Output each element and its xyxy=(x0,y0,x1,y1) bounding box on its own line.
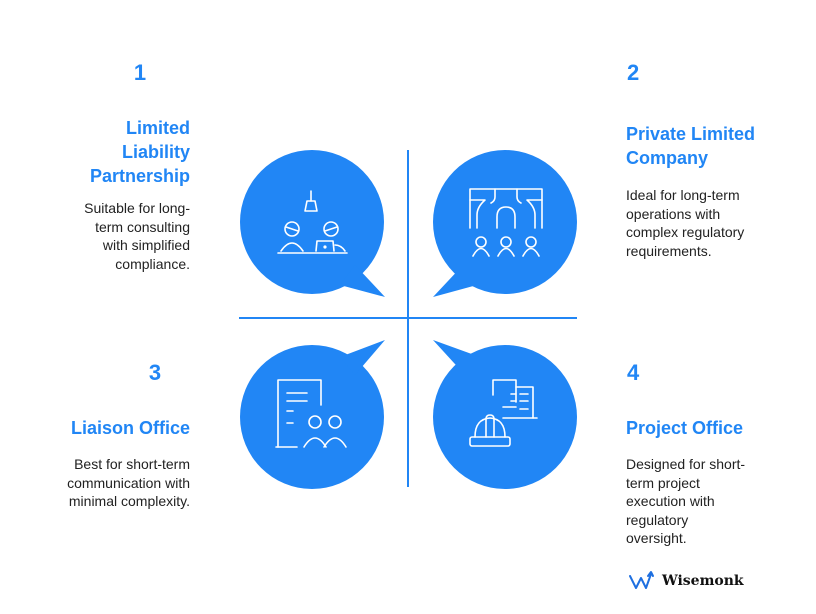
wisemonk-logo: Wisemonk xyxy=(628,570,744,592)
speech-bubble-1 xyxy=(240,150,385,297)
speech-bubble-2 xyxy=(433,150,577,297)
item-1-desc-line: with simplified xyxy=(102,237,190,253)
item-2-title: Private Limited Company xyxy=(626,122,796,170)
item-1-desc-line: term consulting xyxy=(95,218,190,235)
document-people-icon xyxy=(275,379,347,448)
item-4-title-line: Project Office xyxy=(626,418,744,438)
item-2-number: 2 xyxy=(627,60,640,85)
item-1-desc-line: Suitable for long- xyxy=(84,200,190,216)
item-2-title-line: Company xyxy=(626,148,709,168)
item-3-title: Liaison Office xyxy=(40,416,190,440)
hardhat-building-icon xyxy=(469,379,538,447)
item-4-description: Designed for short- term project executi… xyxy=(626,455,796,548)
item-1-title-line: Liability xyxy=(121,142,190,162)
brand-name: Wisemonk xyxy=(662,573,744,589)
speech-bubble-4 xyxy=(433,340,577,489)
item-1-title-line: Partnership xyxy=(89,166,190,186)
item-4-number: 4 xyxy=(627,360,640,385)
item-1-desc-line: compliance. xyxy=(115,255,190,272)
item-2-desc-line: requirements. xyxy=(626,242,712,259)
item-2-desc-line: Ideal for long-term xyxy=(626,187,740,203)
item-3-title-line: Liaison Office xyxy=(70,418,190,438)
item-4-desc-line: oversight. xyxy=(626,530,687,546)
item-1-number: 1 xyxy=(133,60,147,85)
item-2-desc-line: complex regulatory xyxy=(626,224,745,240)
item-3-desc-line: Best for short-term xyxy=(74,456,190,472)
item-4-desc-line: execution with xyxy=(626,493,715,509)
item-1-description: Suitable for long- term consulting with … xyxy=(40,199,190,273)
speech-bubble-3 xyxy=(240,340,385,489)
item-3-number: 3 xyxy=(148,360,162,385)
item-2-description: Ideal for long-term operations with comp… xyxy=(626,186,796,260)
item-3-desc-line: minimal complexity. xyxy=(68,493,190,509)
meeting-with-laptop-icon xyxy=(277,190,348,254)
item-1-title-line: Limited xyxy=(125,118,190,138)
item-4-desc-line: regulatory xyxy=(626,511,689,528)
wisemonk-logo-icon xyxy=(629,571,654,589)
item-4-desc-line: term project xyxy=(626,474,700,491)
item-2-desc-line: operations with xyxy=(626,205,721,222)
vertical-divider xyxy=(407,150,409,487)
item-3-description: Best for short-term communication with m… xyxy=(30,455,190,511)
item-1-title: Limited Liability Partnership xyxy=(40,116,190,188)
organization-structure-icon xyxy=(469,188,543,257)
item-4-title: Project Office xyxy=(626,416,796,440)
item-2-title-line: Private Limited xyxy=(626,124,756,144)
item-4-desc-line: Designed for short- xyxy=(626,456,746,472)
item-3-desc-line: communication with xyxy=(67,474,190,491)
